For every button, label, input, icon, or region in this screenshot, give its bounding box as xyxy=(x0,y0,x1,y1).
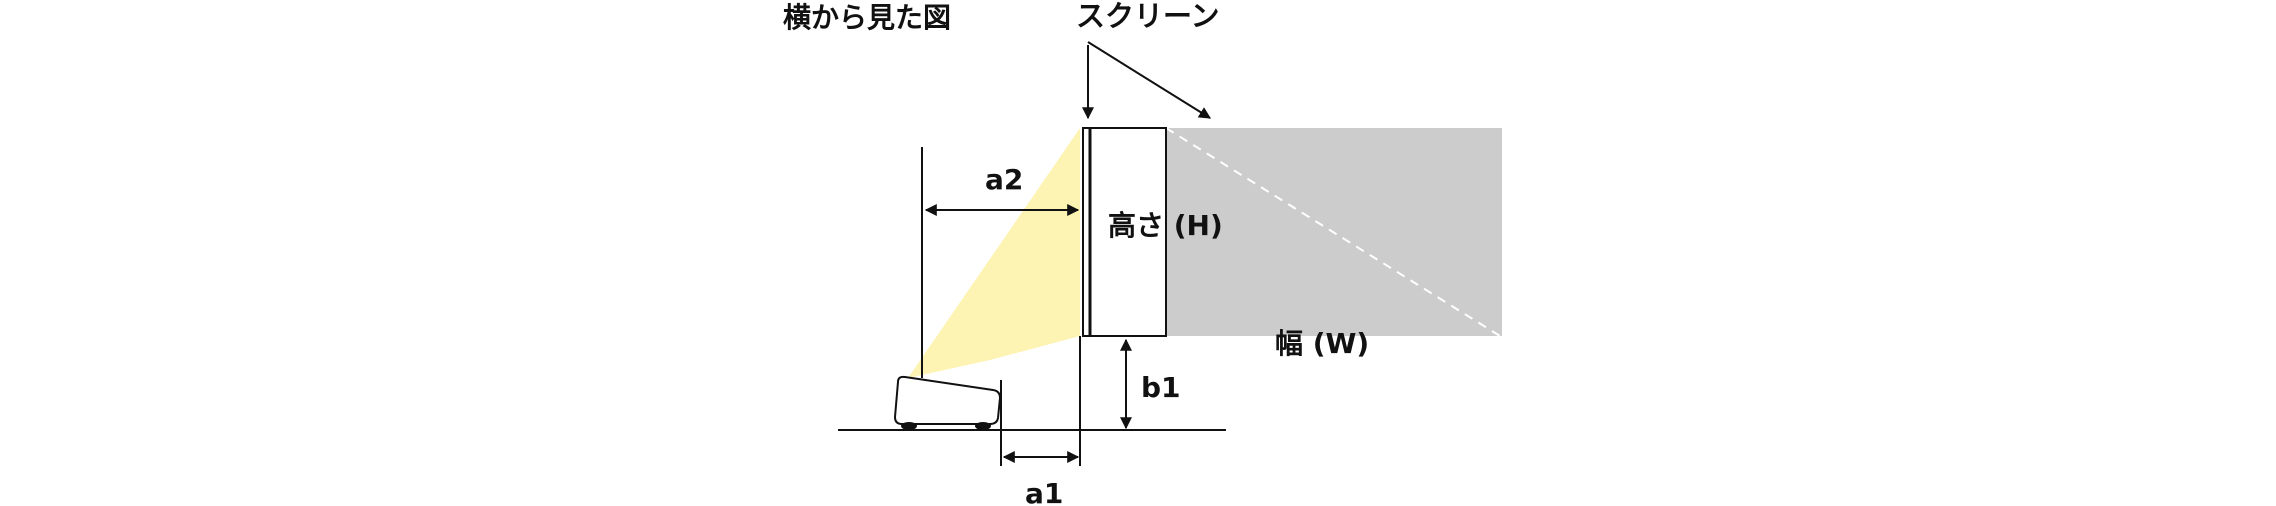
projector-icon xyxy=(893,375,1002,430)
a2-label: a2 xyxy=(985,163,1024,196)
height-label: 高さ (H) xyxy=(1108,209,1223,242)
screen-side-outline xyxy=(1082,127,1167,337)
screen-pointer-diagonal xyxy=(1087,41,1212,119)
screen-label: スクリーン xyxy=(1076,0,1220,33)
projection-beam xyxy=(908,128,1080,378)
a1-label: a1 xyxy=(1025,477,1064,506)
width-label: 幅 (W) xyxy=(1275,327,1370,360)
b1-label: b1 xyxy=(1141,371,1181,404)
side-view-title: 横から見た図 xyxy=(783,1,952,34)
screen-diagonal xyxy=(1165,127,1501,337)
